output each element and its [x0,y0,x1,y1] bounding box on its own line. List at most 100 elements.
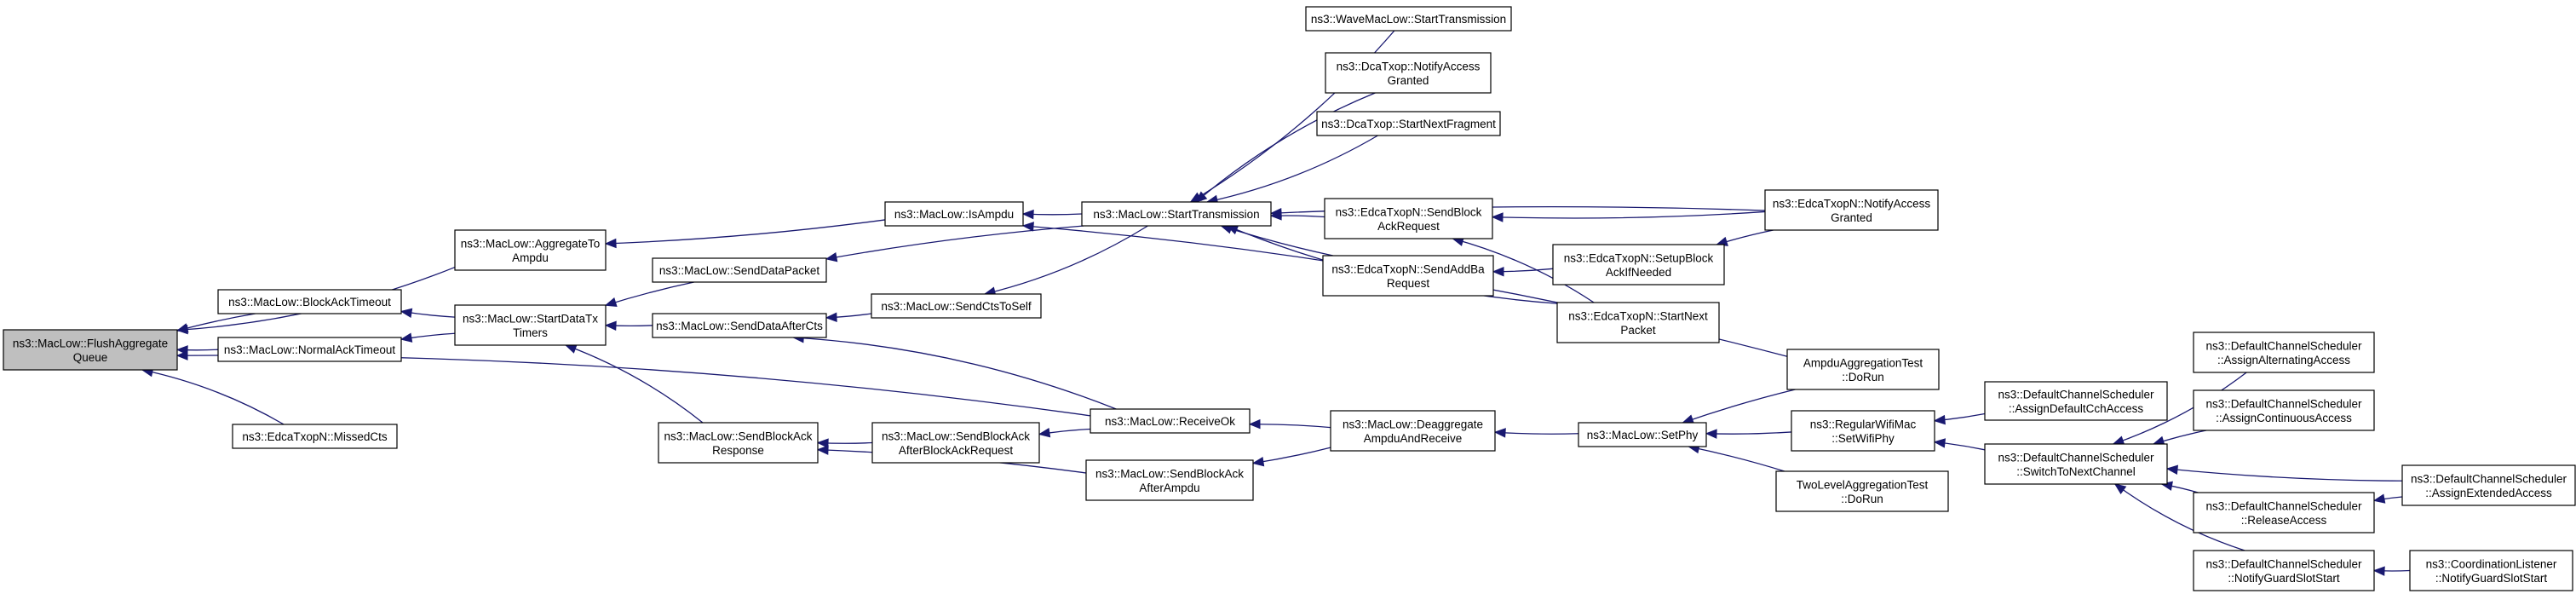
node-label: ns3::MacLow::Deaggregate [1343,418,1483,430]
node-label: ::AssignExtendedAccess [2425,487,2552,499]
graph-node[interactable]: ns3::MacLow::StartTransmission [1081,201,1272,227]
graph-node[interactable]: ns3::DefaultChannelScheduler::AssignDefa… [1984,381,2168,421]
node-label: ::SwitchToNextChannel [2016,465,2136,478]
edge-assignextended-to-switchtonext [2166,468,2403,482]
node-label: ns3::DcaTxop::StartNextFragment [1321,118,1496,130]
arrowhead-icon [2372,493,2386,504]
node-box [217,289,402,314]
node-label: ::DoRun [1842,371,1884,384]
graph-node[interactable]: ns3::MacLow::IsAmpdu [884,201,1024,227]
node-box [871,293,1042,319]
edge-missedcts-to-flush [141,369,285,425]
node-label: ns3::MacLow::BlockAckTimeout [228,296,391,309]
node-box [1081,201,1272,227]
node-label: ns3::DefaultChannelScheduler [2205,499,2362,512]
node-box [658,422,819,464]
edge-edca_notify-to-edca_sendblockackreq [1492,210,1766,219]
node-label: ns3::MacLow::SendDataPacket [659,264,820,277]
graph-node[interactable]: ns3::DefaultChannelScheduler::ReleaseAcc… [2193,492,2375,533]
node-label: ns3::EdcaTxopN::MissedCts [242,430,388,443]
arrowhead-icon [1251,457,1265,467]
node-box [871,422,1040,464]
node-label: Granted [1831,211,1872,224]
node-label: ::NotifyGuardSlotStart [2435,572,2548,585]
node-box [1325,52,1492,94]
node-box [2193,389,2375,431]
graph-node[interactable]: ns3::MacLow::SendDataAfterCts [652,313,827,338]
arrowhead-icon [2165,464,2179,475]
arrowhead-icon [400,332,413,343]
graph-node[interactable]: AmpduAggregationTest::DoRun [1786,349,1940,390]
node-box [2193,550,2375,591]
arrowhead-icon [604,320,617,332]
graph-node[interactable]: ns3::MacLow::SendDataPacket [652,257,827,283]
node-box [652,313,827,338]
graph-node[interactable]: ns3::MacLow::NormalAckTimeout [217,337,402,362]
graph-node[interactable]: ns3::DefaultChannelScheduler::AssignAlte… [2193,332,2375,373]
node-label: Packet [1620,324,1656,337]
edge-senddatapacket-to-startdatatx [605,281,694,306]
edge-twoleveltest-to-setphy [1688,446,1785,472]
node-box [2193,332,2375,373]
arrowhead-icon [1038,428,1051,438]
edge-deaggregate-to-receiveok [1249,424,1331,429]
graph-node[interactable]: ns3::DefaultChannelScheduler::NotifyGuar… [2193,550,2375,591]
node-box [1791,410,1935,452]
node-box [1556,302,1720,343]
edge-notifyguard-to-switchtonext [2114,483,2245,551]
node-box [884,201,1024,227]
graph-node[interactable]: ns3::CoordinationListener::NotifyGuardSl… [2409,550,2573,591]
arrowhead-icon [816,445,829,455]
graph-node[interactable]: ns3::DefaultChannelScheduler::AssignCont… [2193,389,2375,431]
node-label: ns3::MacLow::SendCtsToSelf [881,300,1032,313]
graph-node[interactable]: ns3::MacLow::SendBlockAckAfterBlockAckRe… [871,422,1040,464]
graph-node[interactable]: ns3::RegularWifiMac::SetWifiPhy [1791,410,1935,452]
graph-node[interactable]: ns3::DefaultChannelScheduler::SwitchToNe… [1984,443,2168,485]
edge-blockack_to-to-flush [176,313,256,332]
node-box [1552,244,1725,285]
graph-node[interactable]: ns3::DefaultChannelScheduler::AssignExte… [2401,464,2576,506]
node-label: ::NotifyGuardSlotStart [2228,572,2340,585]
graph-node[interactable]: TwoLevelAggregationTest::DoRun [1775,470,1949,512]
edge-edca_startnextpacket-to-edca_sendblockackreq [1452,238,1595,303]
node-label: ns3::MacLow::IsAmpdu [894,208,1014,221]
graph-node[interactable]: ns3::MacLow::SetPhy [1578,422,1707,447]
node-box [1578,422,1707,447]
graph-node[interactable]: ns3::MacLow::ReceiveOk [1090,408,1251,434]
node-label: ns3::MacLow::FlushAggregate [13,337,168,349]
node-label: ns3::MacLow::ReceiveOk [1105,415,1235,428]
arrowhead-icon [175,350,188,360]
node-box [1324,198,1493,239]
graph-node[interactable]: ns3::MacLow::SendCtsToSelf [871,293,1042,319]
node-label: ns3::DefaultChannelScheduler [2205,397,2362,410]
node-box [1322,255,1494,297]
arrowhead-icon [1493,428,1506,438]
arrowhead-icon [175,324,188,335]
graph-node[interactable]: ns3::DcaTxop::StartNextFragment [1316,111,1501,136]
node-label: ns3::EdcaTxopN::NotifyAccess [1773,197,1931,210]
arrowhead-icon [1021,209,1034,220]
node-label: AckIfNeeded [1606,266,1671,279]
node-label: AckRequest [1377,220,1440,233]
arrowhead-icon [604,297,618,307]
graph-node[interactable]: ns3::MacLow::BlockAckTimeout [217,289,402,314]
arrowhead-icon [1705,429,1717,439]
node-label: AfterAmpdu [1139,482,1199,494]
node-label: ns3::DefaultChannelScheduler [1998,388,2154,401]
arrowhead-icon [1021,222,1034,232]
arrowhead-icon [2112,435,2125,446]
graph-node[interactable]: ns3::WaveMacLow::StartTransmission [1305,6,1512,32]
graph-node[interactable]: ns3::EdcaTxopN::MissedCts [232,424,398,449]
